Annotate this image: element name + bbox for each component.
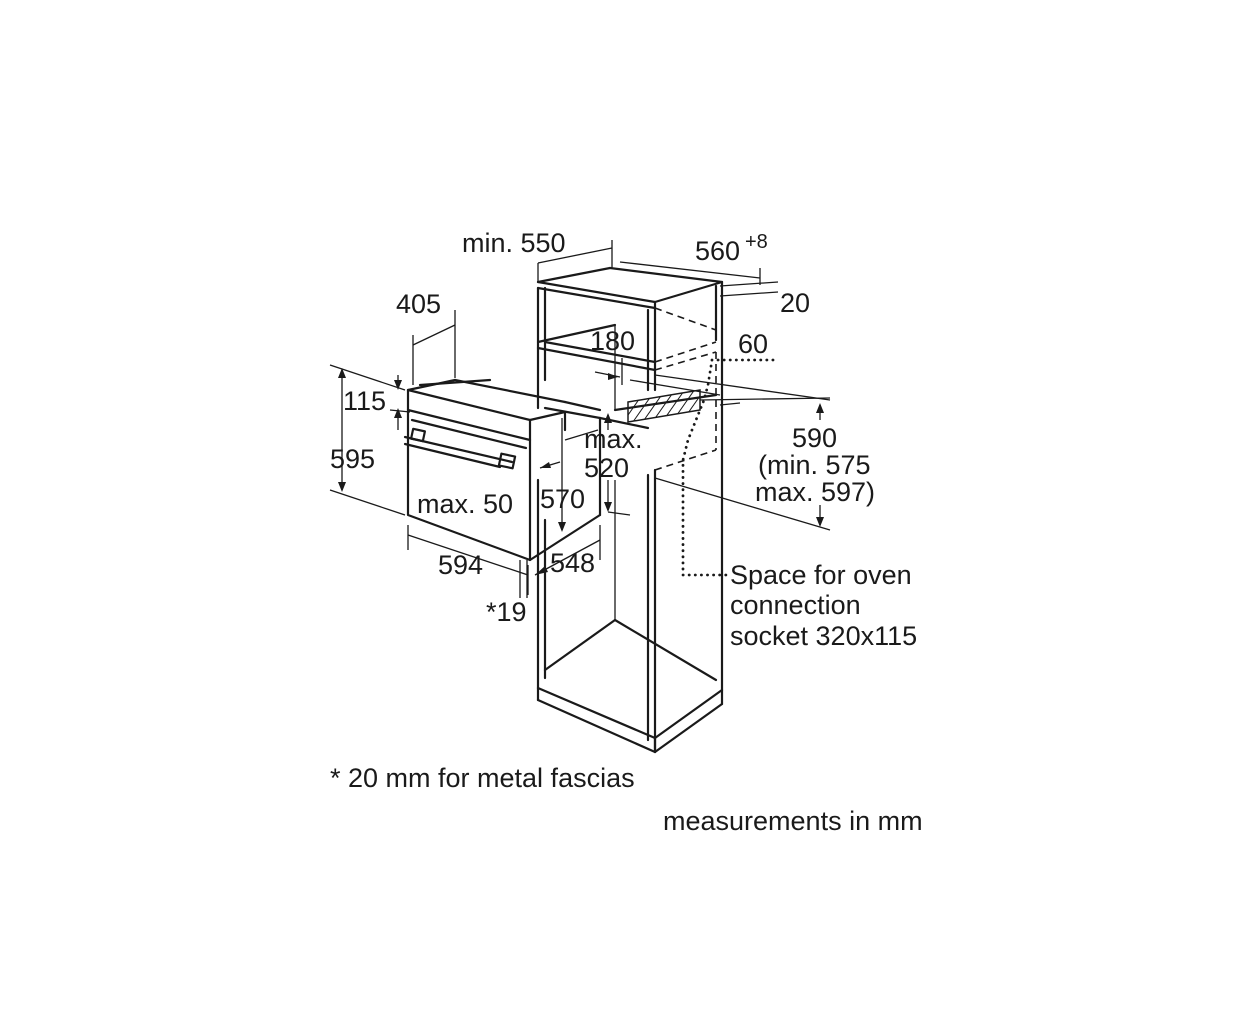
label-60: 60 bbox=[738, 329, 768, 359]
label-548: 548 bbox=[550, 548, 595, 578]
cabinet-drawing bbox=[536, 266, 724, 754]
socket-note-line-2: connection bbox=[730, 590, 861, 620]
label-180: 180 bbox=[590, 326, 635, 356]
label-520: 520 bbox=[584, 453, 629, 483]
dimension-lines bbox=[329, 240, 831, 598]
label-max: max. bbox=[584, 424, 643, 454]
label-560: 560 bbox=[695, 236, 740, 266]
socket-note-line-1: Space for oven bbox=[730, 560, 912, 590]
socket-note-line-3: socket 320x115 bbox=[730, 621, 917, 651]
label-560-tolerance: +8 bbox=[745, 231, 768, 253]
units-note: measurements in mm bbox=[663, 806, 923, 836]
label-405: 405 bbox=[396, 289, 441, 319]
notes: Space for oven connection socket 320x115… bbox=[330, 560, 923, 836]
label-594: 594 bbox=[438, 550, 483, 580]
label-570: 570 bbox=[540, 484, 585, 514]
label-115: 115 bbox=[343, 386, 386, 416]
dimension-labels: min. 550 560 +8 20 405 180 60 115 595 ma… bbox=[330, 228, 875, 627]
label-star-19: *19 bbox=[486, 597, 527, 627]
footnote-metal-fascias: * 20 mm for metal fascias bbox=[330, 763, 635, 793]
label-595: 595 bbox=[330, 444, 375, 474]
label-min-575: (min. 575 bbox=[758, 450, 871, 480]
oven-drawing bbox=[403, 378, 602, 562]
label-590: 590 bbox=[792, 423, 837, 453]
label-min-550: min. 550 bbox=[462, 228, 566, 258]
label-max-597: max. 597) bbox=[755, 477, 875, 507]
label-20: 20 bbox=[780, 288, 810, 318]
label-max-50: max. 50 bbox=[417, 489, 513, 519]
